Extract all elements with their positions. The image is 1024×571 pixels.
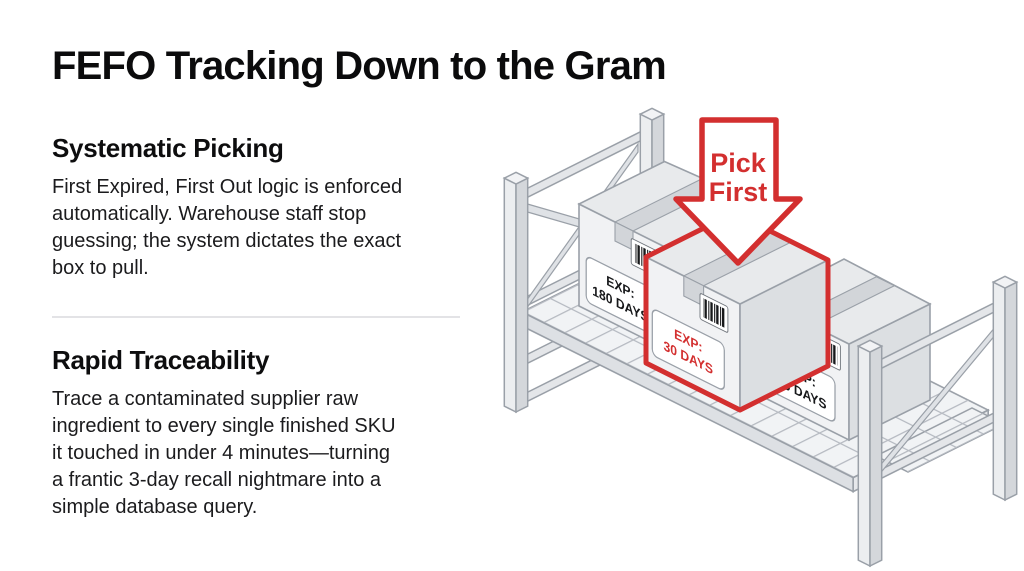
body-text-line: guessing; the system dictates the exact [52,230,402,252]
rack-post [502,171,530,414]
body-text-line: Trace a contaminated supplier raw [52,388,359,410]
section-rapid-traceability: Rapid Traceability Trace a contaminated … [52,344,472,521]
text-column: Systematic Picking First Expired, First … [52,132,472,521]
page-title: FEFO Tracking Down to the Gram [52,44,667,88]
rack-right-frame [856,275,1019,568]
body-text-line: it touched in under 4 minutes—turning [52,442,390,464]
pick-highlight-outline [643,210,831,413]
arrow-label-line1: Pick [710,148,767,178]
body-text-line: ingredient to every single finished SKU [52,415,396,437]
section-heading-systematic-picking: Systematic Picking [52,133,284,163]
exp-label: EXP: 180 DAYS [585,256,656,335]
body-text-line: simple database query. [52,496,258,518]
warehouse-shelf-illustration: EXP: 180 DAYS EXP: 90 DAYS [502,107,1019,568]
arrow-label-line2: First [709,177,768,207]
rack-post [856,339,884,568]
section-heading-rapid-traceability: Rapid Traceability [52,345,270,375]
section-systematic-picking: Systematic Picking First Expired, First … [52,132,472,282]
body-text-line: a frantic 3-day recall nightmare into a [52,469,382,491]
exp-label: EXP: 30 DAYS [651,309,725,390]
pick-first-arrow: Pick First [673,117,803,266]
body-text-line: box to pull. [52,257,149,279]
section-divider [52,316,460,318]
rack-post [991,275,1019,502]
barcode-icon [699,293,729,333]
body-text-line: First Expired, First Out logic is enforc… [52,176,403,198]
body-text-line: automatically. Warehouse staff stop [52,203,367,225]
